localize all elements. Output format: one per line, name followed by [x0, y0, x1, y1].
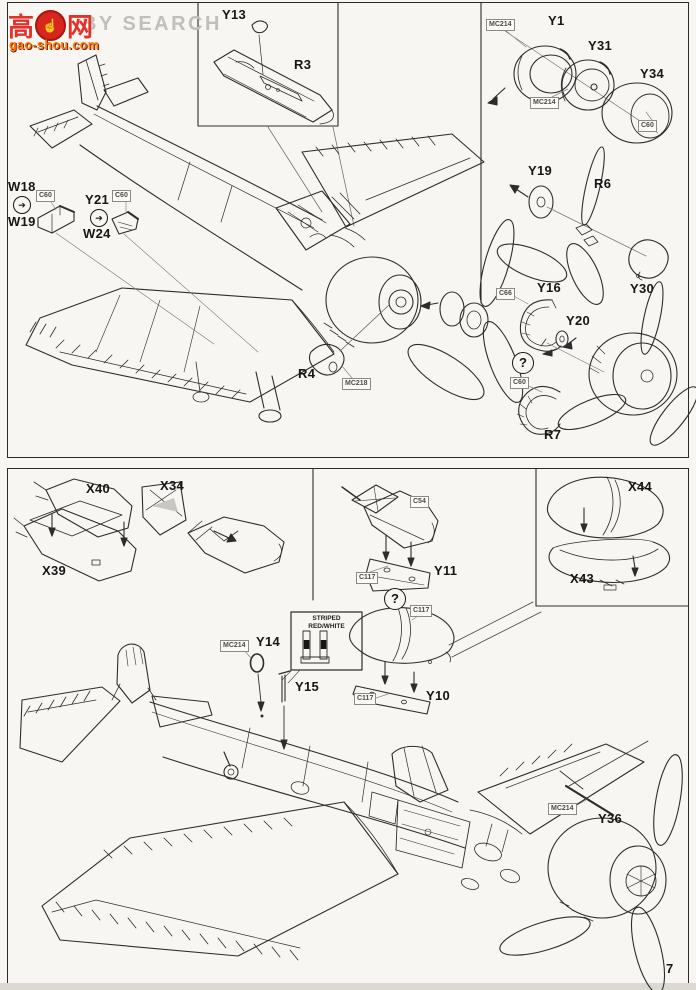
- watermark-site-url: gao-shou.com: [9, 38, 100, 52]
- color-callout-c60: C60: [638, 120, 657, 132]
- color-callout-mc214: MC214: [548, 803, 577, 815]
- part-label-y1: Y1: [548, 13, 565, 28]
- bottom-box-dividers: [312, 468, 689, 607]
- watermark: BY SEARCH 高 ☝ 网 gao-shou.com: [6, 5, 246, 61]
- r3-inset-drawing: [213, 20, 355, 227]
- part-label-w24: W24: [83, 226, 111, 241]
- color-callout-mc214: MC214: [486, 19, 515, 31]
- watermark-gray-text: BY SEARCH: [82, 13, 222, 35]
- part-label-y31: Y31: [588, 38, 613, 53]
- color-callout-c117: C117: [410, 605, 433, 617]
- tank-x44-x43-drawing: [546, 476, 671, 591]
- part-label-x39: X39: [42, 563, 67, 578]
- color-callout-c60: C60: [510, 377, 529, 389]
- color-callout-c60: C60: [112, 190, 131, 202]
- antenna-y36-drawing: [559, 740, 649, 817]
- color-callout-mc214: MC214: [530, 97, 559, 109]
- cowl-flaps-drawing: [341, 281, 696, 446]
- r4-part-drawing: [308, 304, 390, 376]
- part-label-x44: X44: [628, 479, 653, 494]
- watermark-logo: 高 ☝ 网: [8, 7, 93, 44]
- part-label-y19: Y19: [528, 163, 553, 178]
- top-assembly-panel: [7, 2, 689, 458]
- page-number: 7: [666, 961, 674, 976]
- optional-question-icon: ?: [384, 588, 406, 610]
- part-label-r6: R6: [594, 176, 612, 191]
- part-label-y30: Y30: [630, 281, 655, 296]
- part-label-x40: X40: [86, 481, 111, 496]
- part-label-x43: X43: [570, 571, 595, 586]
- bend-arrow-icon: ➔: [13, 196, 31, 214]
- bomb-x34-drawing: [141, 481, 285, 574]
- pe-parts-drawing: [37, 199, 259, 353]
- propeller-drawing: [496, 146, 669, 305]
- optional-question-icon: ?: [512, 352, 534, 374]
- color-callout-c60: C60: [36, 190, 55, 202]
- watermark-cn-right: 网: [67, 12, 94, 42]
- part-label-y34: Y34: [640, 66, 665, 81]
- part-label-y36: Y36: [598, 811, 623, 826]
- color-callout-mc218: MC218: [342, 378, 371, 390]
- part-label-y20: Y20: [566, 313, 591, 328]
- part-label-x34: X34: [160, 478, 185, 493]
- part-label-r7: R7: [544, 427, 562, 442]
- part-label-r4: R4: [298, 366, 316, 381]
- part-label-r3: R3: [294, 57, 312, 72]
- striped-note-drawing: [281, 611, 363, 684]
- thumb-glyph: ☝: [42, 17, 59, 33]
- striped-note-line2: RED/WHITE: [308, 623, 345, 630]
- color-callout-c54: C54: [410, 496, 429, 508]
- striped-note-line1: STRIPED: [312, 615, 341, 622]
- part-label-w19: W19: [8, 214, 36, 229]
- part-label-y11: Y11: [434, 563, 458, 578]
- thumbs-up-logo-icon: ☝: [35, 10, 67, 41]
- mast-y14-y15-drawing: [241, 647, 291, 750]
- bomb-c54-drawing: [341, 484, 439, 621]
- part-label-y13: Y13: [222, 7, 247, 22]
- bottom-aircraft-drawing: [19, 643, 683, 990]
- part-label-y15: Y15: [295, 679, 320, 694]
- scan-edge: [0, 983, 696, 990]
- part-label-w18: W18: [8, 179, 36, 194]
- cowl-rings-drawing: [504, 29, 673, 144]
- part-label-y10: Y10: [426, 688, 451, 703]
- part-label-y21: Y21: [85, 192, 110, 207]
- watermark-cn-left: 高: [8, 12, 35, 42]
- bend-arrow-icon: ➔: [90, 209, 108, 227]
- color-callout-c117: C117: [354, 693, 377, 705]
- color-callout-c66: C66: [496, 288, 515, 300]
- color-callout-mc214: MC214: [220, 640, 249, 652]
- color-callout-c117: C117: [356, 572, 379, 584]
- bomb-x40-x39-drawing: [13, 478, 137, 582]
- top-box-dividers: [197, 2, 482, 304]
- part-label-y14: Y14: [256, 634, 281, 649]
- part-label-y16: Y16: [537, 280, 562, 295]
